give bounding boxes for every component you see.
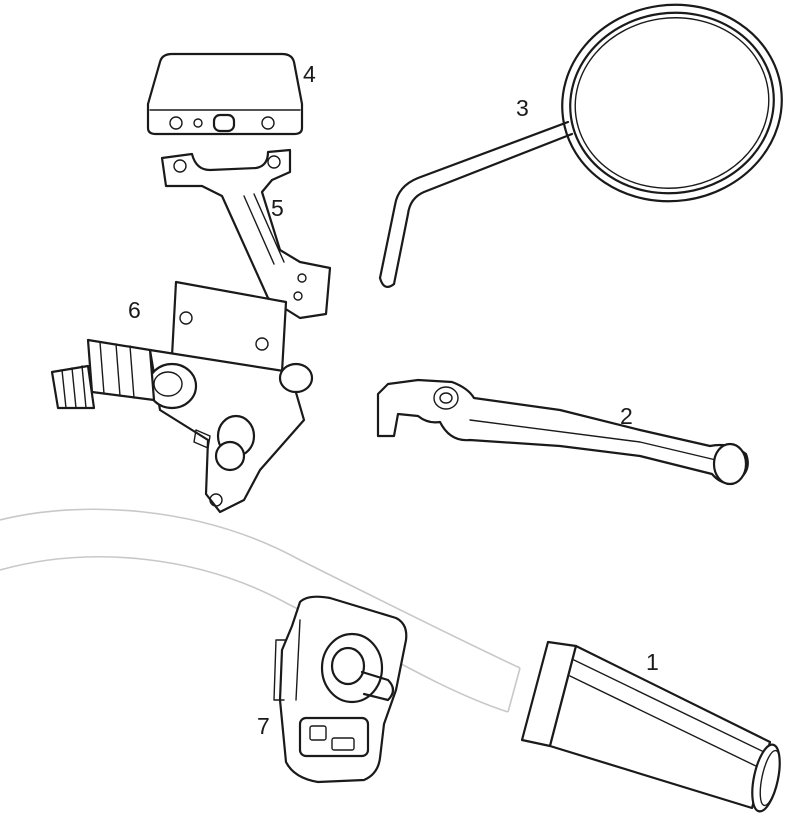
callout-2: 2 [620, 403, 633, 429]
switch-assembly-part [273, 595, 408, 784]
bracket-part [160, 148, 332, 320]
reservoir-cap-part [146, 52, 304, 136]
handlebar [0, 508, 521, 713]
callout-7: 7 [257, 713, 270, 739]
callout-4: 4 [303, 61, 316, 87]
master-cylinder-part [50, 280, 314, 514]
callout-3: 3 [516, 95, 529, 121]
mirror-part [378, 3, 783, 288]
callout-1: 1 [646, 649, 659, 675]
lever-part [376, 378, 749, 486]
callout-6: 6 [128, 297, 141, 323]
callout-5: 5 [271, 195, 284, 221]
grip-part [520, 640, 781, 813]
